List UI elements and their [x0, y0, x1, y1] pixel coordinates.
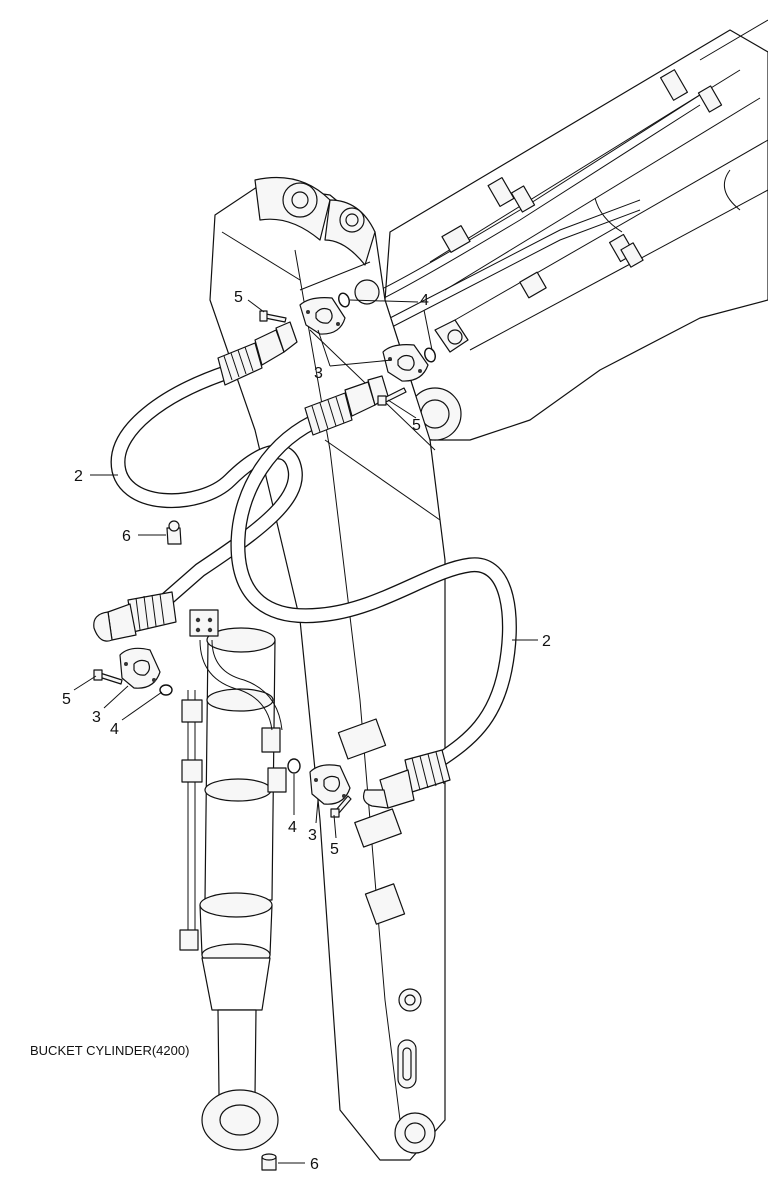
- hose-upper-fitting-top: [217, 321, 298, 386]
- arm-structure: [209, 177, 446, 1161]
- callout-hose-lower: 2: [542, 633, 551, 650]
- callout-grease-bottom: 6: [310, 1156, 319, 1173]
- grease-nipple-bottom: [261, 1153, 277, 1171]
- callout-bolt-left: 5: [62, 691, 71, 708]
- grease-nipple-upper: [166, 520, 182, 545]
- o-ring-left: [159, 684, 173, 696]
- bolt-left: [93, 669, 123, 685]
- callout-flange-lower: 3: [308, 827, 317, 844]
- boom-structure: [379, 19, 768, 441]
- callout-bolt-upper-right: 5: [412, 417, 421, 434]
- hose-lower-fitting-top: [304, 375, 389, 436]
- bolt-upper-right: [377, 387, 407, 406]
- bolt-upper-left: [259, 310, 287, 323]
- callout-labels: 5 4 3 5 2 6 2 5 3 4 4 3 5 6: [62, 289, 551, 1173]
- flange-lower: [309, 764, 351, 805]
- callout-hose-upper: 2: [74, 468, 83, 485]
- hose-lower-fitting-bottom: [362, 749, 451, 809]
- bucket-cylinder: [179, 609, 287, 1151]
- flange-left: [119, 647, 161, 689]
- leader-lines: [73, 299, 538, 1164]
- callout-bolt-lower: 5: [330, 841, 339, 858]
- hose-upper: [93, 321, 303, 642]
- hose-lower: [230, 375, 517, 809]
- callout-oring-upper: 4: [420, 292, 429, 309]
- callout-bolt-upper-left: 5: [234, 289, 243, 306]
- callout-flange-left: 3: [92, 709, 101, 726]
- flange-upper-a: [299, 297, 346, 335]
- bolt-lower: [330, 795, 352, 818]
- o-ring-upper-b: [424, 347, 436, 363]
- callout-oring-left: 4: [110, 721, 119, 738]
- hose-upper-fitting-bottom: [93, 591, 177, 642]
- callout-grease-upper: 6: [122, 528, 131, 545]
- o-ring-lower: [287, 758, 301, 774]
- o-ring-upper-a: [338, 292, 350, 308]
- cylinder-caption: BUCKET CYLINDER(4200): [30, 1043, 189, 1058]
- callout-oring-lower: 4: [288, 819, 297, 836]
- callout-flange-upper: 3: [314, 365, 323, 382]
